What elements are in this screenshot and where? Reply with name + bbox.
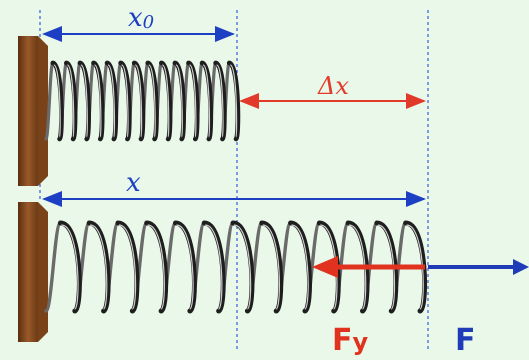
wall-bottom [18,202,48,342]
spring-coil-highlight [233,224,252,310]
spring-coil-highlight [80,64,88,138]
spring-coil-front [145,60,159,142]
spring-coil-highlight [89,224,108,310]
spring-coil-front [86,220,111,314]
spring-coil-front [173,220,197,314]
spring-coil-highlight [93,64,102,138]
spring-coil-front [104,60,119,142]
spring-coil-front [186,60,200,142]
spring-coil-highlight [176,224,194,310]
spring-coil-front [201,220,226,314]
spring-coil-front [64,60,78,142]
applied-force-arrow [428,259,529,275]
spring-coil-front [172,60,186,142]
spring-coil-front [199,60,214,142]
spring-coil-front [57,220,82,314]
spring-coil-highlight [175,64,183,138]
spring-coil-front [288,220,312,314]
spring-coil-highlight [202,64,211,138]
restoring-force-label: Fy [332,323,369,358]
spring-coil-front [118,60,132,142]
spring-coil-back [44,221,63,313]
spring-coil-highlight [205,224,223,310]
spring-coil-highlight [229,64,238,138]
spring-coil-front [50,60,64,142]
spring-coil-highlight [66,64,75,138]
restoring-force-arrow [312,256,425,278]
delta-x-label: Δx [317,72,349,100]
spring-coil-front [131,60,146,142]
spring-coil-front [159,60,173,142]
spring-coil-front [144,220,169,314]
spring-coil-highlight [61,224,79,310]
wall-top [18,36,48,186]
spring-coil-front [77,60,91,142]
spring-coil-highlight [161,64,170,138]
spring-coil-front [91,60,105,142]
spring-coil-highlight [262,224,281,310]
spring-coil-highlight [216,64,224,138]
spring-coil-highlight [107,64,116,138]
spring-coil-highlight [53,64,61,138]
spring-coil-front [115,220,140,314]
spring-coil-front [230,220,255,314]
spring-coil-highlight [118,224,137,310]
guide-lines [39,10,429,350]
applied-force-label: F [455,323,476,358]
spring-coil-front [213,60,227,142]
spring-coil-highlight [121,64,129,138]
spring-coil-highlight [134,64,143,138]
spring-coil-highlight [148,64,156,138]
x0-label: x0 [128,3,154,33]
spring-relaxed [44,60,241,142]
spring-coil-highlight [188,64,197,138]
spring-coil-highlight [147,224,165,310]
spring-coil-front [226,60,241,142]
x-label: x [126,168,141,198]
spring-coil-highlight [291,224,309,310]
spring-coil-front [259,220,284,314]
